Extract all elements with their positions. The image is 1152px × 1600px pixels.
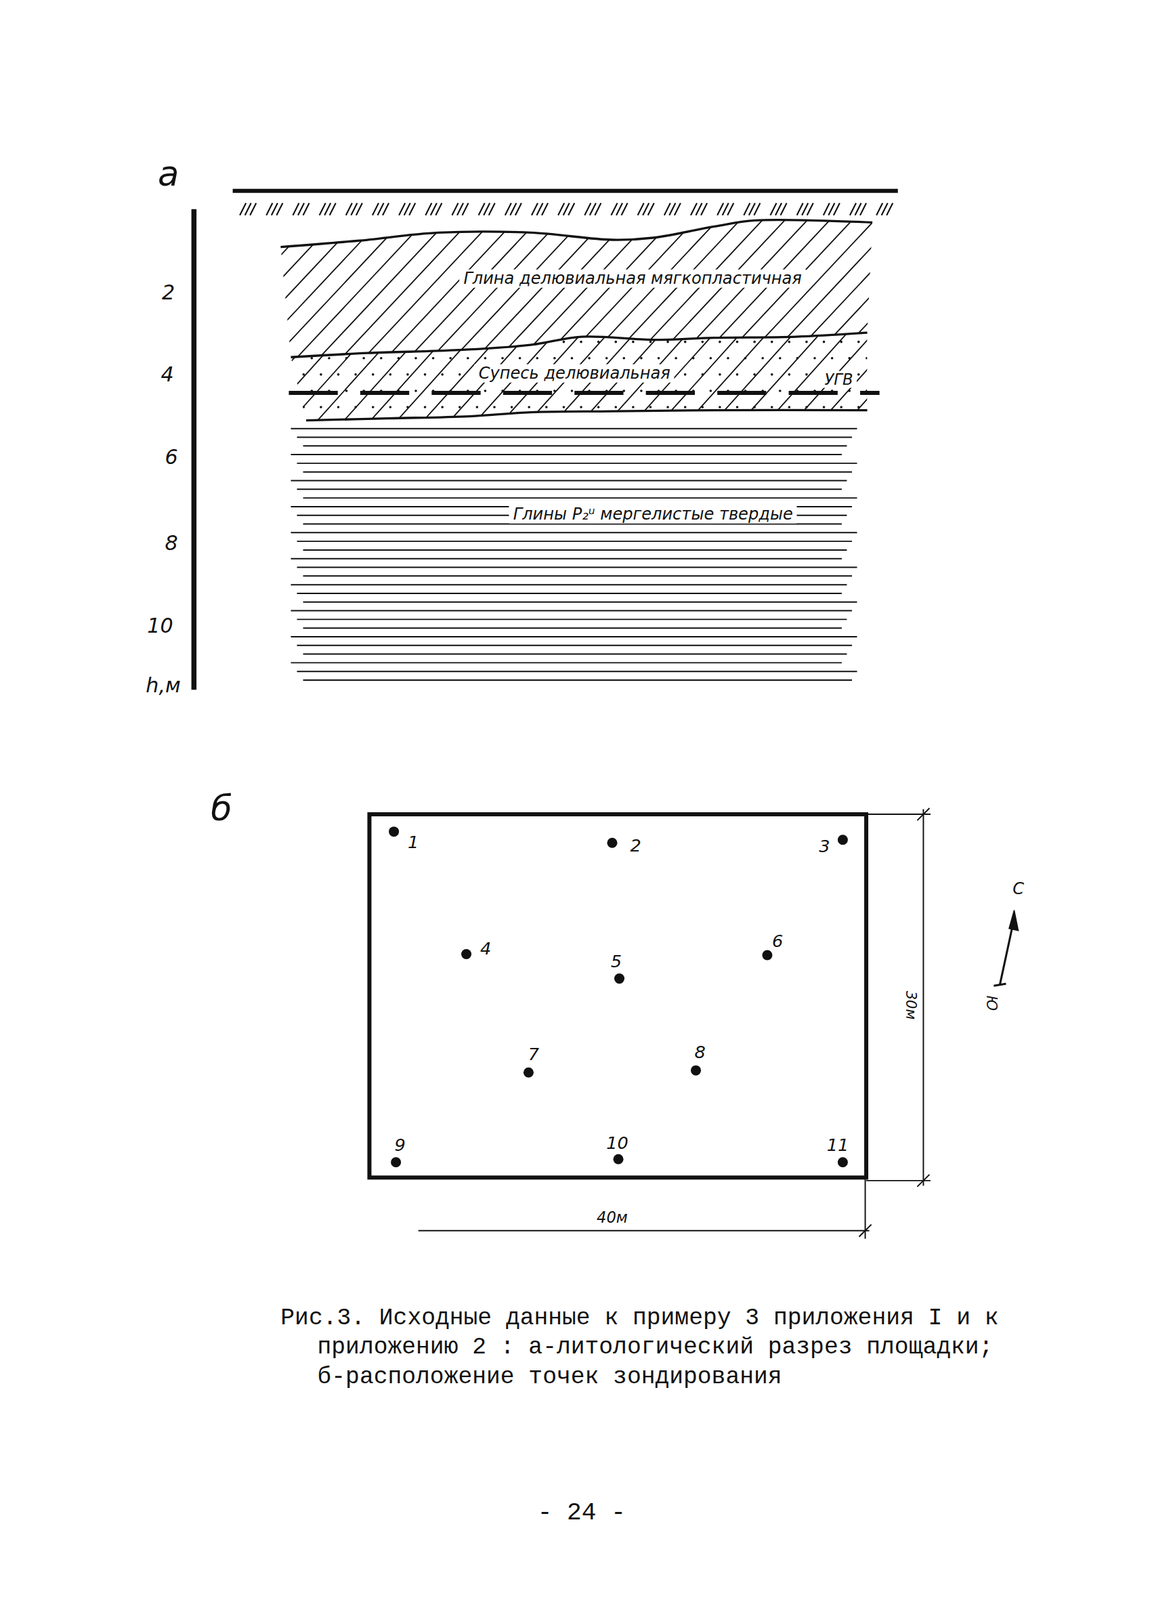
dimension: 40м xyxy=(596,1208,628,1226)
depth-tick: 2 xyxy=(161,281,175,305)
page-number: - 24 - xyxy=(537,1499,626,1527)
panel-letter: б xyxy=(210,788,233,827)
sounding-point xyxy=(388,826,399,837)
layer-name: Супесь делювиальная xyxy=(474,364,675,383)
point-number: 3 xyxy=(818,836,830,856)
depth-tick: 6 xyxy=(165,445,179,468)
layer-boundary xyxy=(306,409,868,420)
point-number: 10 xyxy=(606,1133,629,1152)
depth-tick: 4 xyxy=(160,363,174,386)
sounding-point xyxy=(612,1154,624,1165)
sounding-point xyxy=(606,837,617,848)
point-number: 2 xyxy=(629,835,641,855)
figure-caption: Рис.3. Исходные данные к примеру 3 прило… xyxy=(280,1303,1032,1392)
sandy-loam-hatch xyxy=(203,326,986,429)
north-arrow xyxy=(993,910,1018,986)
dimension: 30м xyxy=(903,990,920,1020)
sounding-point xyxy=(837,834,848,845)
site-plan xyxy=(369,807,1018,1239)
axis-unit: h,м xyxy=(145,674,181,697)
point-number: 7 xyxy=(528,1044,540,1064)
point-number: 1 xyxy=(407,832,419,852)
point-number: 5 xyxy=(610,951,622,971)
north-label: С xyxy=(1012,879,1024,899)
water-level-label: УГВ xyxy=(820,371,858,389)
marl-clay-lines xyxy=(290,428,857,680)
sounding-point xyxy=(837,1156,848,1167)
point-number: 9 xyxy=(394,1135,405,1155)
groundwater-level xyxy=(288,390,880,395)
depth-tick: 10 xyxy=(146,614,173,637)
layer-boundary xyxy=(290,332,867,357)
layer-name: Глина делювиальная мягкопластичная xyxy=(459,269,806,288)
sounding-point xyxy=(690,1065,701,1076)
point-number: 4 xyxy=(480,938,492,958)
sounding-point xyxy=(390,1156,401,1167)
depth-axis xyxy=(191,209,198,691)
point-number: 8 xyxy=(694,1042,706,1062)
soil-symbol xyxy=(239,203,893,216)
panel-letter: а xyxy=(157,154,179,193)
point-number: 6 xyxy=(772,931,783,951)
sounding-point xyxy=(523,1067,534,1078)
clay-hatch xyxy=(153,203,1070,368)
point-number: 11 xyxy=(826,1135,850,1155)
sounding-points xyxy=(388,826,848,1167)
sounding-point xyxy=(461,948,472,959)
south-label: Ю xyxy=(984,995,1000,1012)
site-outline xyxy=(369,814,867,1178)
sounding-point xyxy=(761,949,773,960)
depth-tick: 8 xyxy=(165,531,179,554)
lithologic-section xyxy=(153,190,1070,691)
ground-surface xyxy=(232,188,899,194)
dimension-lines xyxy=(418,807,931,1239)
layer-name: Глины P₂ᵘ мергелистые твердые xyxy=(509,505,798,524)
sounding-point xyxy=(614,973,625,984)
layer-boundary xyxy=(280,220,873,248)
